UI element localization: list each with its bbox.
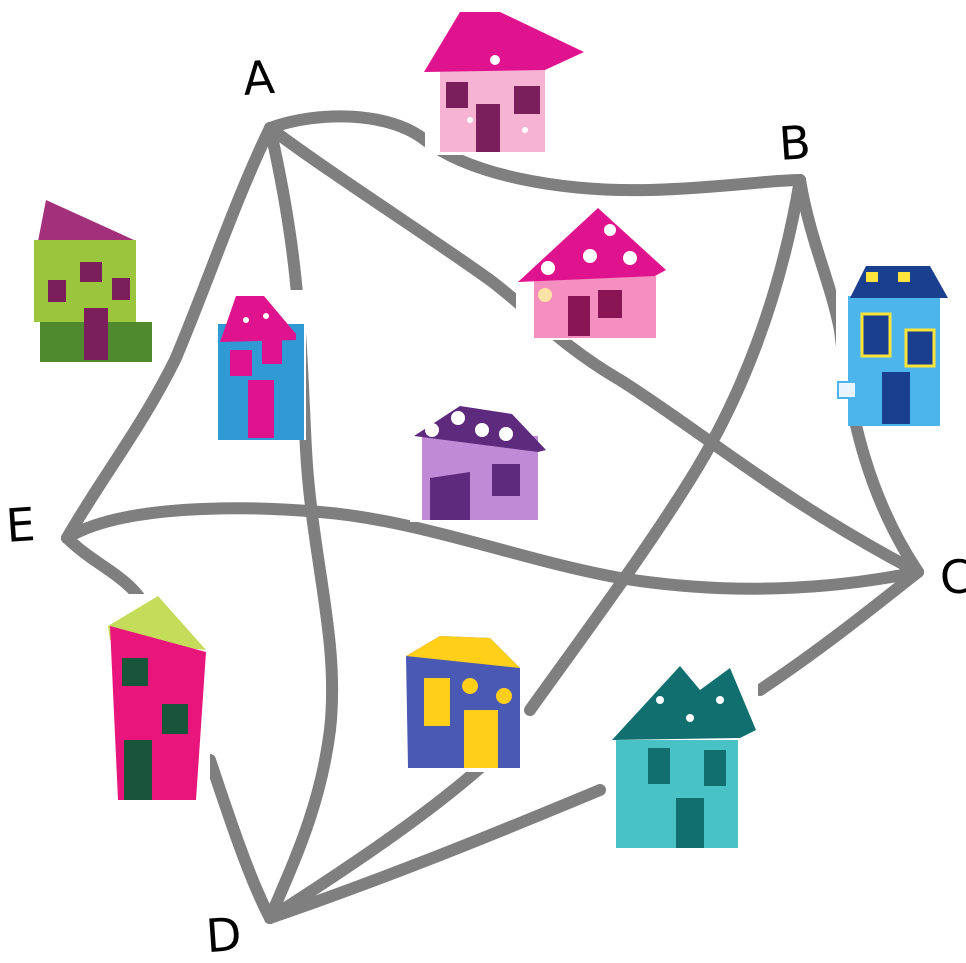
node-e-label: E [4,501,36,549]
pink-hearts-house-icon [424,12,584,155]
light-blue-checked-house-icon [836,262,966,426]
pink-flowers-house-icon [516,208,666,340]
navy-yellow-house-icon [404,636,522,772]
node-d-label: D [204,911,243,959]
blue-striped-house-icon [218,290,306,440]
road-e-d-lower [210,760,270,918]
pink-tall-house-icon [106,594,210,802]
road-a-d [270,128,332,918]
teal-checkered-house-icon [606,660,758,850]
node-b-label: B [777,119,812,167]
node-a-label: A [241,54,276,102]
node-c-label: C [938,553,966,601]
green-striped-house-icon [34,200,152,362]
purple-flower-house-icon [410,404,546,522]
